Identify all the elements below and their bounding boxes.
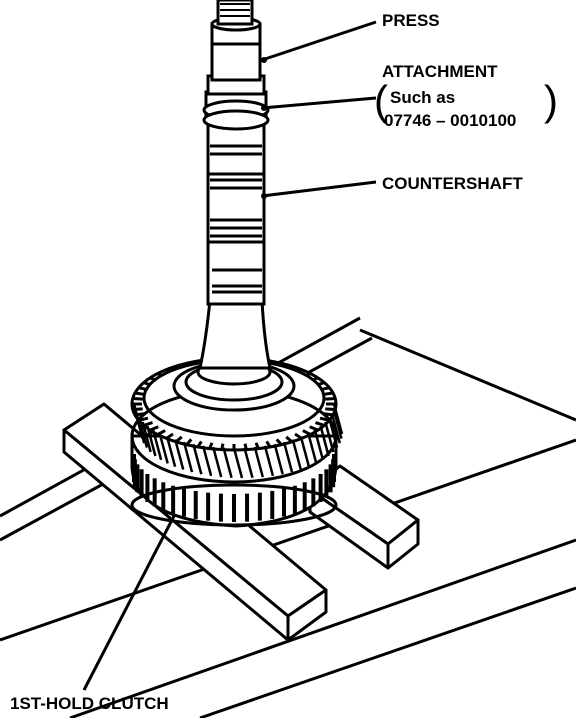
label-such-as: Such as — [390, 88, 456, 107]
press-ram — [210, 0, 262, 82]
support-block-right — [308, 464, 420, 570]
clutch-assembly — [130, 356, 344, 528]
label-part-number: 07746 – 0010100 — [384, 111, 517, 130]
clutch-leader — [82, 515, 176, 691]
label-1st-hold-clutch: 1ST-HOLD CLUTCH — [10, 694, 169, 713]
label-countershaft: COUNTERSHAFT — [382, 174, 523, 193]
label-attachment: ATTACHMENT — [382, 62, 498, 81]
countershaft-leader — [261, 180, 377, 198]
attachment-collar — [202, 74, 270, 131]
label-press: PRESS — [382, 11, 440, 30]
bracket-open: ( — [374, 77, 388, 124]
bracket-close: ) — [544, 77, 558, 124]
leader-lines — [82, 20, 377, 691]
countershaft — [198, 118, 272, 370]
press-leader — [261, 20, 377, 62]
attachment-leader — [261, 96, 377, 110]
leader-dots — [261, 57, 267, 199]
workbench — [0, 316, 576, 718]
